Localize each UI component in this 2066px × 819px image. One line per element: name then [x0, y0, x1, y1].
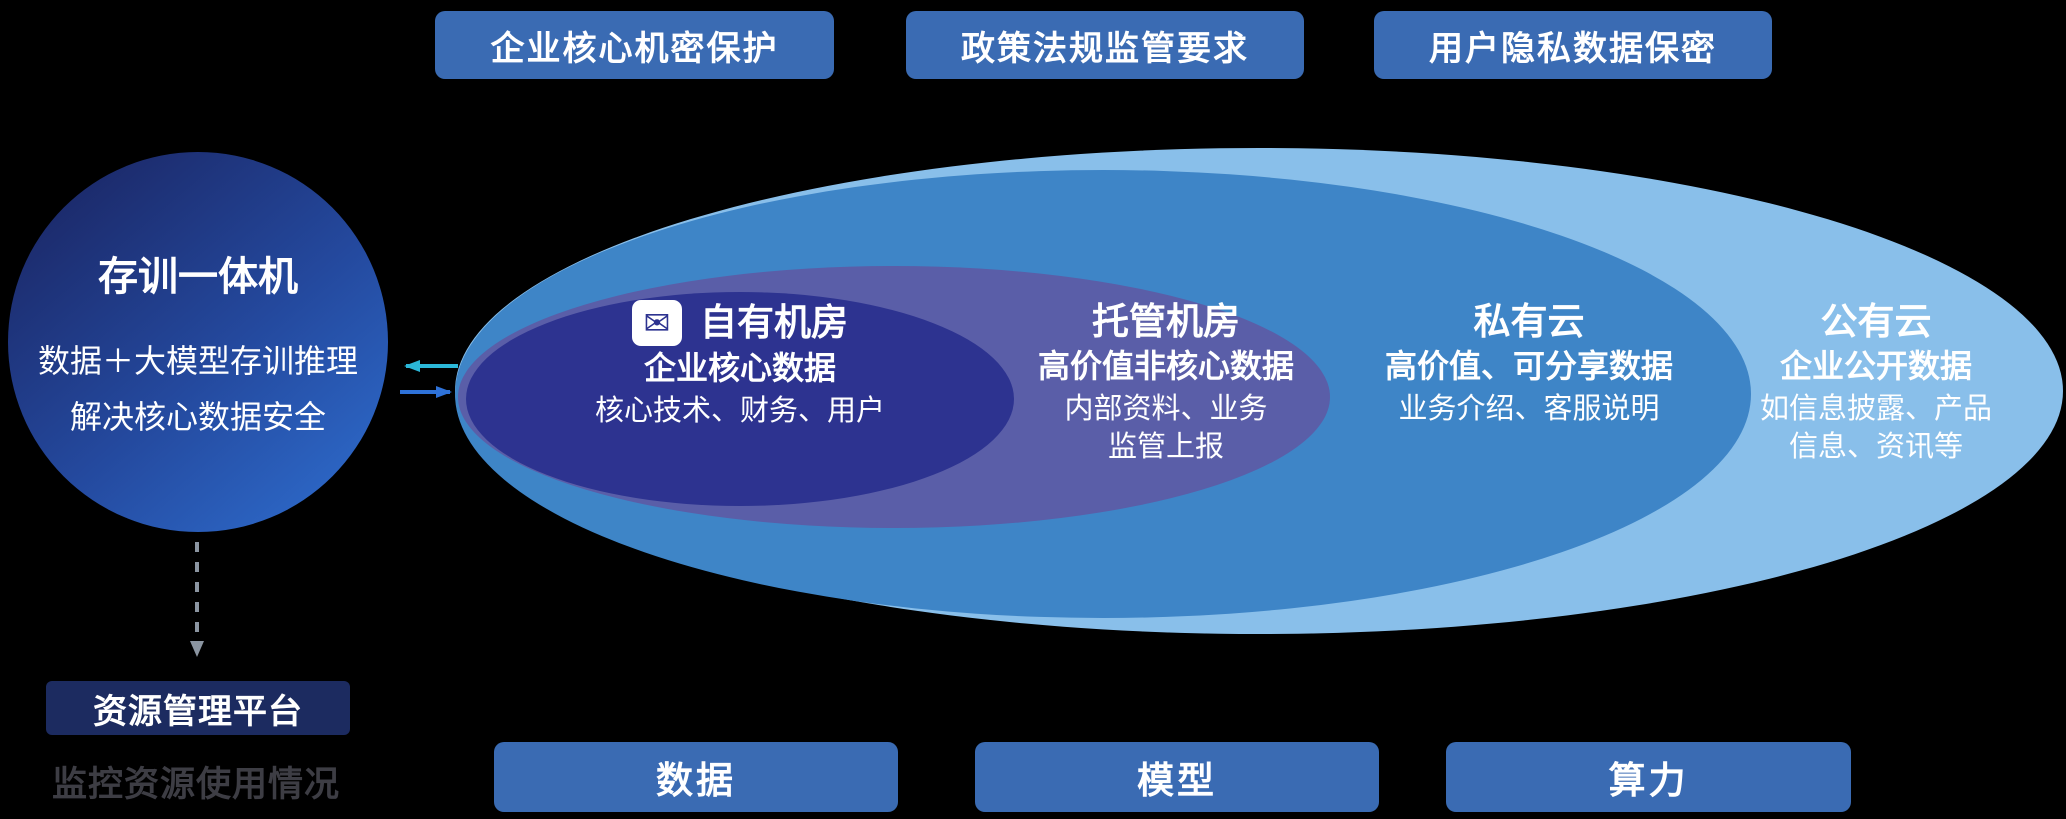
public-cloud-text: 公有云 企业公开数据 如信息披露、产品 信息、资讯等 — [1646, 300, 2066, 465]
ring-own-room — [466, 292, 1014, 506]
hosted-room-title: 托管机房 — [1092, 300, 1240, 343]
appliance-title: 存训一体机 — [98, 254, 298, 300]
label-data: 数据 — [494, 742, 898, 812]
secure-mail-icon: ✉ — [632, 300, 682, 346]
hosted-room-subtitle: 高价值非核心数据 — [1037, 347, 1294, 385]
appliance-line2: 解决核心数据安全 — [69, 398, 326, 436]
hosted-room-desc-line2: 监管上报 — [1107, 429, 1224, 463]
hosted-room-text: 托管机房 高价值非核心数据 内部资料、业务 监管上报 — [916, 300, 1416, 465]
label-user-privacy-text: 用户隐私数据保密 — [1429, 28, 1717, 69]
own-room-subtitle: 企业核心数据 — [643, 349, 836, 387]
own-room-title: 自有机房 — [700, 301, 848, 344]
label-compute: 算力 — [1446, 742, 1851, 812]
private-cloud-desc: 业务介绍、客服说明 — [1398, 391, 1660, 425]
private-cloud-text: 私有云 高价值、可分享数据 业务介绍、客服说明 — [1254, 300, 1804, 427]
public-cloud-subtitle: 企业公开数据 — [1779, 347, 1972, 385]
own-room-title-row: ✉ 自有机房 — [470, 300, 1010, 346]
label-data-text: 数据 — [656, 759, 736, 802]
private-cloud-title: 私有云 — [1473, 300, 1585, 343]
public-cloud-desc-line2: 信息、资讯等 — [1788, 429, 1963, 463]
resource-monitor-caption: 监控资源使用情况 — [51, 765, 340, 805]
label-model: 模型 — [975, 742, 1379, 812]
public-cloud-title: 公有云 — [1820, 300, 1932, 343]
public-cloud-desc-line1: 如信息披露、产品 — [1759, 391, 1992, 425]
label-core-secret-protection: 企业核心机密保护 — [435, 11, 834, 79]
own-room-text: ✉ 自有机房 企业核心数据 核心技术、财务、用户 — [470, 300, 1010, 429]
label-compute-text: 算力 — [1608, 759, 1689, 802]
label-policy-regulation-text: 政策法规监管要求 — [961, 28, 1249, 69]
label-core-secret-protection-text: 企业核心机密保护 — [490, 28, 779, 69]
label-policy-regulation: 政策法规监管要求 — [906, 11, 1304, 79]
appliance-line1: 数据＋大模型存训推理 — [37, 342, 358, 380]
own-room-desc: 核心技术、财务、用户 — [594, 393, 885, 427]
appliance-circle: 存训一体机 数据＋大模型存训推理 解决核心数据安全 — [8, 152, 388, 532]
hosted-room-desc-line1: 内部资料、业务 — [1064, 391, 1268, 425]
label-user-privacy: 用户隐私数据保密 — [1374, 11, 1772, 79]
private-cloud-subtitle: 高价值、可分享数据 — [1384, 347, 1673, 385]
resource-platform-label: 资源管理平台 — [93, 691, 303, 732]
resource-platform-box: 资源管理平台 — [46, 681, 350, 735]
label-model-text: 模型 — [1137, 759, 1217, 802]
